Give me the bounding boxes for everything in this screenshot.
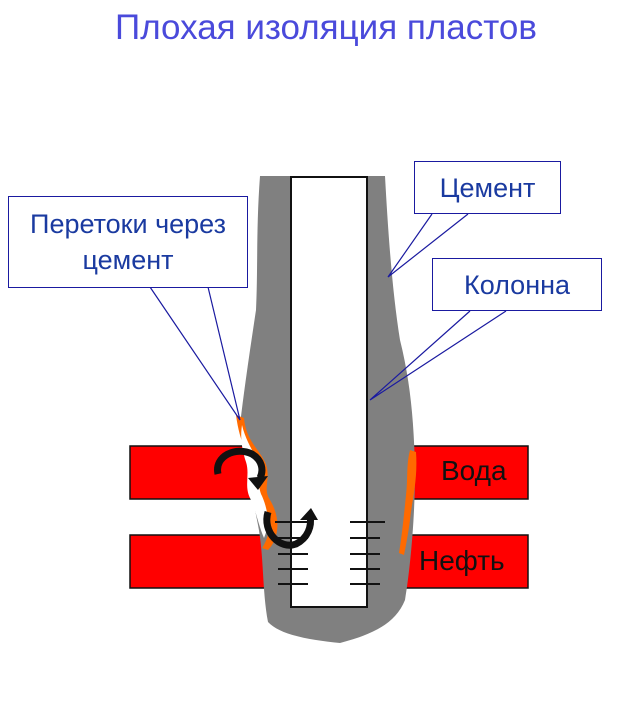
oil-label: Нефть <box>419 545 505 576</box>
crossflow-right <box>399 450 417 555</box>
callout-crossflow: Перетоки через цемент <box>8 196 248 288</box>
water-label: Вода <box>441 455 507 486</box>
page-title: Плохая изоляция пластов <box>115 8 537 47</box>
callout-pointers <box>149 213 507 421</box>
perforations-left <box>275 521 308 585</box>
flow-arrow-bottom <box>263 508 318 549</box>
callout-column-text: Колонна <box>463 269 571 300</box>
callout-column: Колонна <box>432 258 602 311</box>
flow-arrow-top <box>214 447 268 490</box>
callout-cement: Цемент <box>414 161 561 214</box>
perforations-right <box>350 521 385 585</box>
callout-crossflow-text: Перетоки через цемент <box>30 209 226 275</box>
callout-cement-text: Цемент <box>439 172 536 203</box>
